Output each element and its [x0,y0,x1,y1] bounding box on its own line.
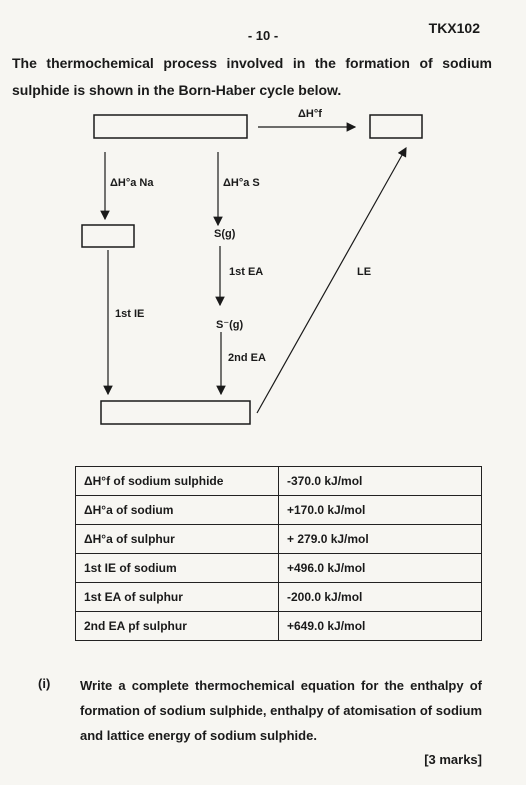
box-na-gas [81,224,135,248]
table-row: ΔH°f of sodium sulphide-370.0 kJ/mol [75,466,482,496]
table-cell-label: 1st EA of sulphur [75,582,279,612]
box-product [369,114,423,139]
question-number: (i) [38,676,51,691]
page-number: - 10 - [247,28,279,43]
table-row: 1st IE of sodium+496.0 kJ/mol [75,553,482,583]
table-cell-label: ΔH°a of sulphur [75,524,279,554]
label-s-minus-gas: S⁻(g) [216,319,244,331]
box-ions-gas [100,400,251,425]
label-second-ea: 2nd EA [228,352,266,364]
table-cell-value: +496.0 kJ/mol [278,553,482,583]
table-row: 2nd EA pf sulphur+649.0 kJ/mol [75,611,482,641]
table-row: ΔH°a of sulphur+ 279.0 kJ/mol [75,524,482,554]
table-cell-value: +170.0 kJ/mol [278,495,482,525]
table-cell-label: 2nd EA pf sulphur [75,611,279,641]
enthalpy-data-table: ΔH°f of sodium sulphide-370.0 kJ/mol ΔH°… [75,466,482,641]
arrow-lattice-energy [256,146,407,414]
label-first-ea: 1st EA [229,266,264,278]
table-cell-value: -370.0 kJ/mol [278,466,482,496]
table-row: ΔH°a of sodium+170.0 kJ/mol [75,495,482,525]
table-cell-label: ΔH°f of sodium sulphide [75,466,279,496]
born-haber-cycle-diagram [81,114,423,425]
table-cell-label: ΔH°a of sodium [75,495,279,525]
intro-paragraph: The thermochemical process involved in t… [12,55,492,98]
table-row: 1st EA of sulphur-200.0 kJ/mol [75,582,482,612]
table-cell-value: + 279.0 kJ/mol [278,524,482,554]
question-text: Write a complete thermochemical equation… [80,678,482,743]
label-delta-hf: ΔH°f [298,108,322,120]
box-elements [93,114,248,139]
course-code: TKX102 [428,20,480,36]
question-marks: [3 marks] [424,752,482,767]
label-lattice-energy: LE [357,266,372,278]
label-first-ie: 1st IE [115,308,145,320]
table-cell-value: -200.0 kJ/mol [278,582,482,612]
label-delta-ha-s: ΔH°a S [223,177,260,189]
table-cell-label: 1st IE of sodium [75,553,279,583]
table-cell-value: +649.0 kJ/mol [278,611,482,641]
label-s-gas: S(g) [214,228,236,240]
label-delta-ha-na: ΔH°a Na [110,177,154,189]
